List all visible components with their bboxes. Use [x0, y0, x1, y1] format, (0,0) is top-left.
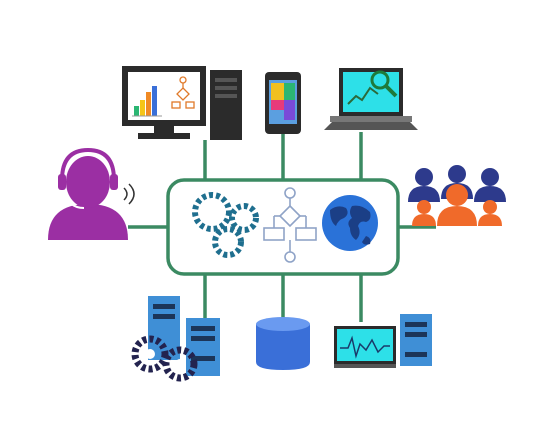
laptop-icon: [324, 68, 418, 130]
headset-agent-icon: [48, 147, 135, 240]
desktop-computer-icon: [122, 66, 242, 140]
connectors: [128, 132, 436, 322]
flowchart-icon: [263, 187, 317, 263]
gears-icon: [192, 192, 259, 258]
user-group-icon: [408, 165, 506, 226]
globe-icon: [322, 195, 378, 251]
database-icon: [256, 317, 310, 370]
server-gears-icon: [131, 335, 198, 382]
central-hub: [166, 178, 400, 276]
mobile-phone-icon: [265, 72, 301, 134]
server-icon: [131, 296, 220, 382]
monitor-server-icon: [334, 314, 432, 368]
